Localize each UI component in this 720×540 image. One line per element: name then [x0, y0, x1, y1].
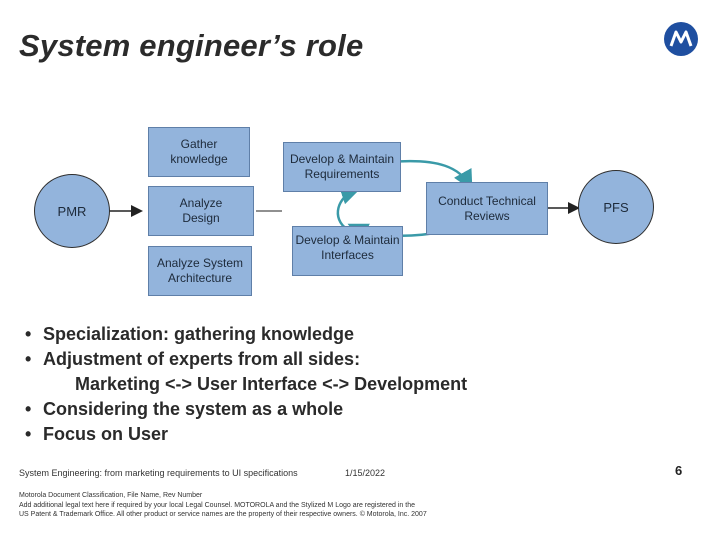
- footer-doc-title: System Engineering: from marketing requi…: [19, 468, 298, 478]
- develop-interfaces-label: Develop & Maintain Interfaces: [295, 233, 400, 262]
- develop-requirements-box: Develop & Maintain Requirements: [283, 142, 401, 192]
- pmr-node: PMR: [34, 174, 110, 248]
- pmr-label: PMR: [57, 203, 87, 219]
- bullet-item: •Adjustment of experts from all sides:: [25, 347, 467, 372]
- page-number: 6: [675, 463, 683, 478]
- bullet-list: •Specialization: gathering knowledge •Ad…: [25, 322, 467, 447]
- analyze-architecture-box: Analyze System Architecture: [148, 246, 252, 296]
- legal-line: US Patent & Trademark Office. All other …: [19, 511, 427, 518]
- gather-knowledge-box: Gather knowledge: [148, 127, 250, 177]
- curved-arrow-interfaces-to-requirements: [336, 185, 361, 232]
- bullet-item: •Considering the system as a whole: [25, 397, 467, 422]
- develop-interfaces-box: Develop & Maintain Interfaces: [292, 226, 403, 276]
- pfs-node: PFS: [578, 170, 654, 244]
- legal-line: Motorola Document Classification, File N…: [19, 492, 203, 499]
- technical-reviews-label: Conduct Technical Reviews: [438, 193, 536, 223]
- bullet-subline: Marketing <-> User Interface <-> Develop…: [75, 374, 468, 394]
- slide-title: System engineer’s role: [19, 28, 364, 63]
- develop-requirements-label: Develop & Maintain Requirements: [289, 152, 395, 181]
- bullet-text: Focus on User: [43, 424, 169, 444]
- curved-arrow-requirements-to-reviews: [389, 159, 473, 191]
- bullet-item: •Specialization: gathering knowledge: [25, 322, 467, 347]
- gather-knowledge-label: Gather knowledge: [170, 137, 228, 166]
- analyze-design-label: Analyze Design: [179, 196, 223, 225]
- pfs-label: PFS: [603, 199, 629, 215]
- footer-date: 1/15/2022: [345, 468, 386, 478]
- bullet-text: Adjustment of experts from all sides:: [43, 349, 361, 369]
- legal-notice: Motorola Document Classification, File N…: [19, 491, 427, 520]
- bullet-text: Specialization: gathering knowledge: [43, 324, 355, 344]
- analyze-architecture-label: Analyze System Architecture: [156, 256, 244, 285]
- analyze-design-box: Analyze Design: [148, 186, 254, 236]
- technical-reviews-box: Conduct Technical Reviews: [426, 182, 548, 235]
- bullet-item: •Focus on User: [25, 422, 467, 447]
- legal-line: Add additional legal text here if requir…: [19, 501, 415, 509]
- motorola-logo-icon: [664, 22, 698, 56]
- bullet-text: Considering the system as a whole: [43, 399, 344, 419]
